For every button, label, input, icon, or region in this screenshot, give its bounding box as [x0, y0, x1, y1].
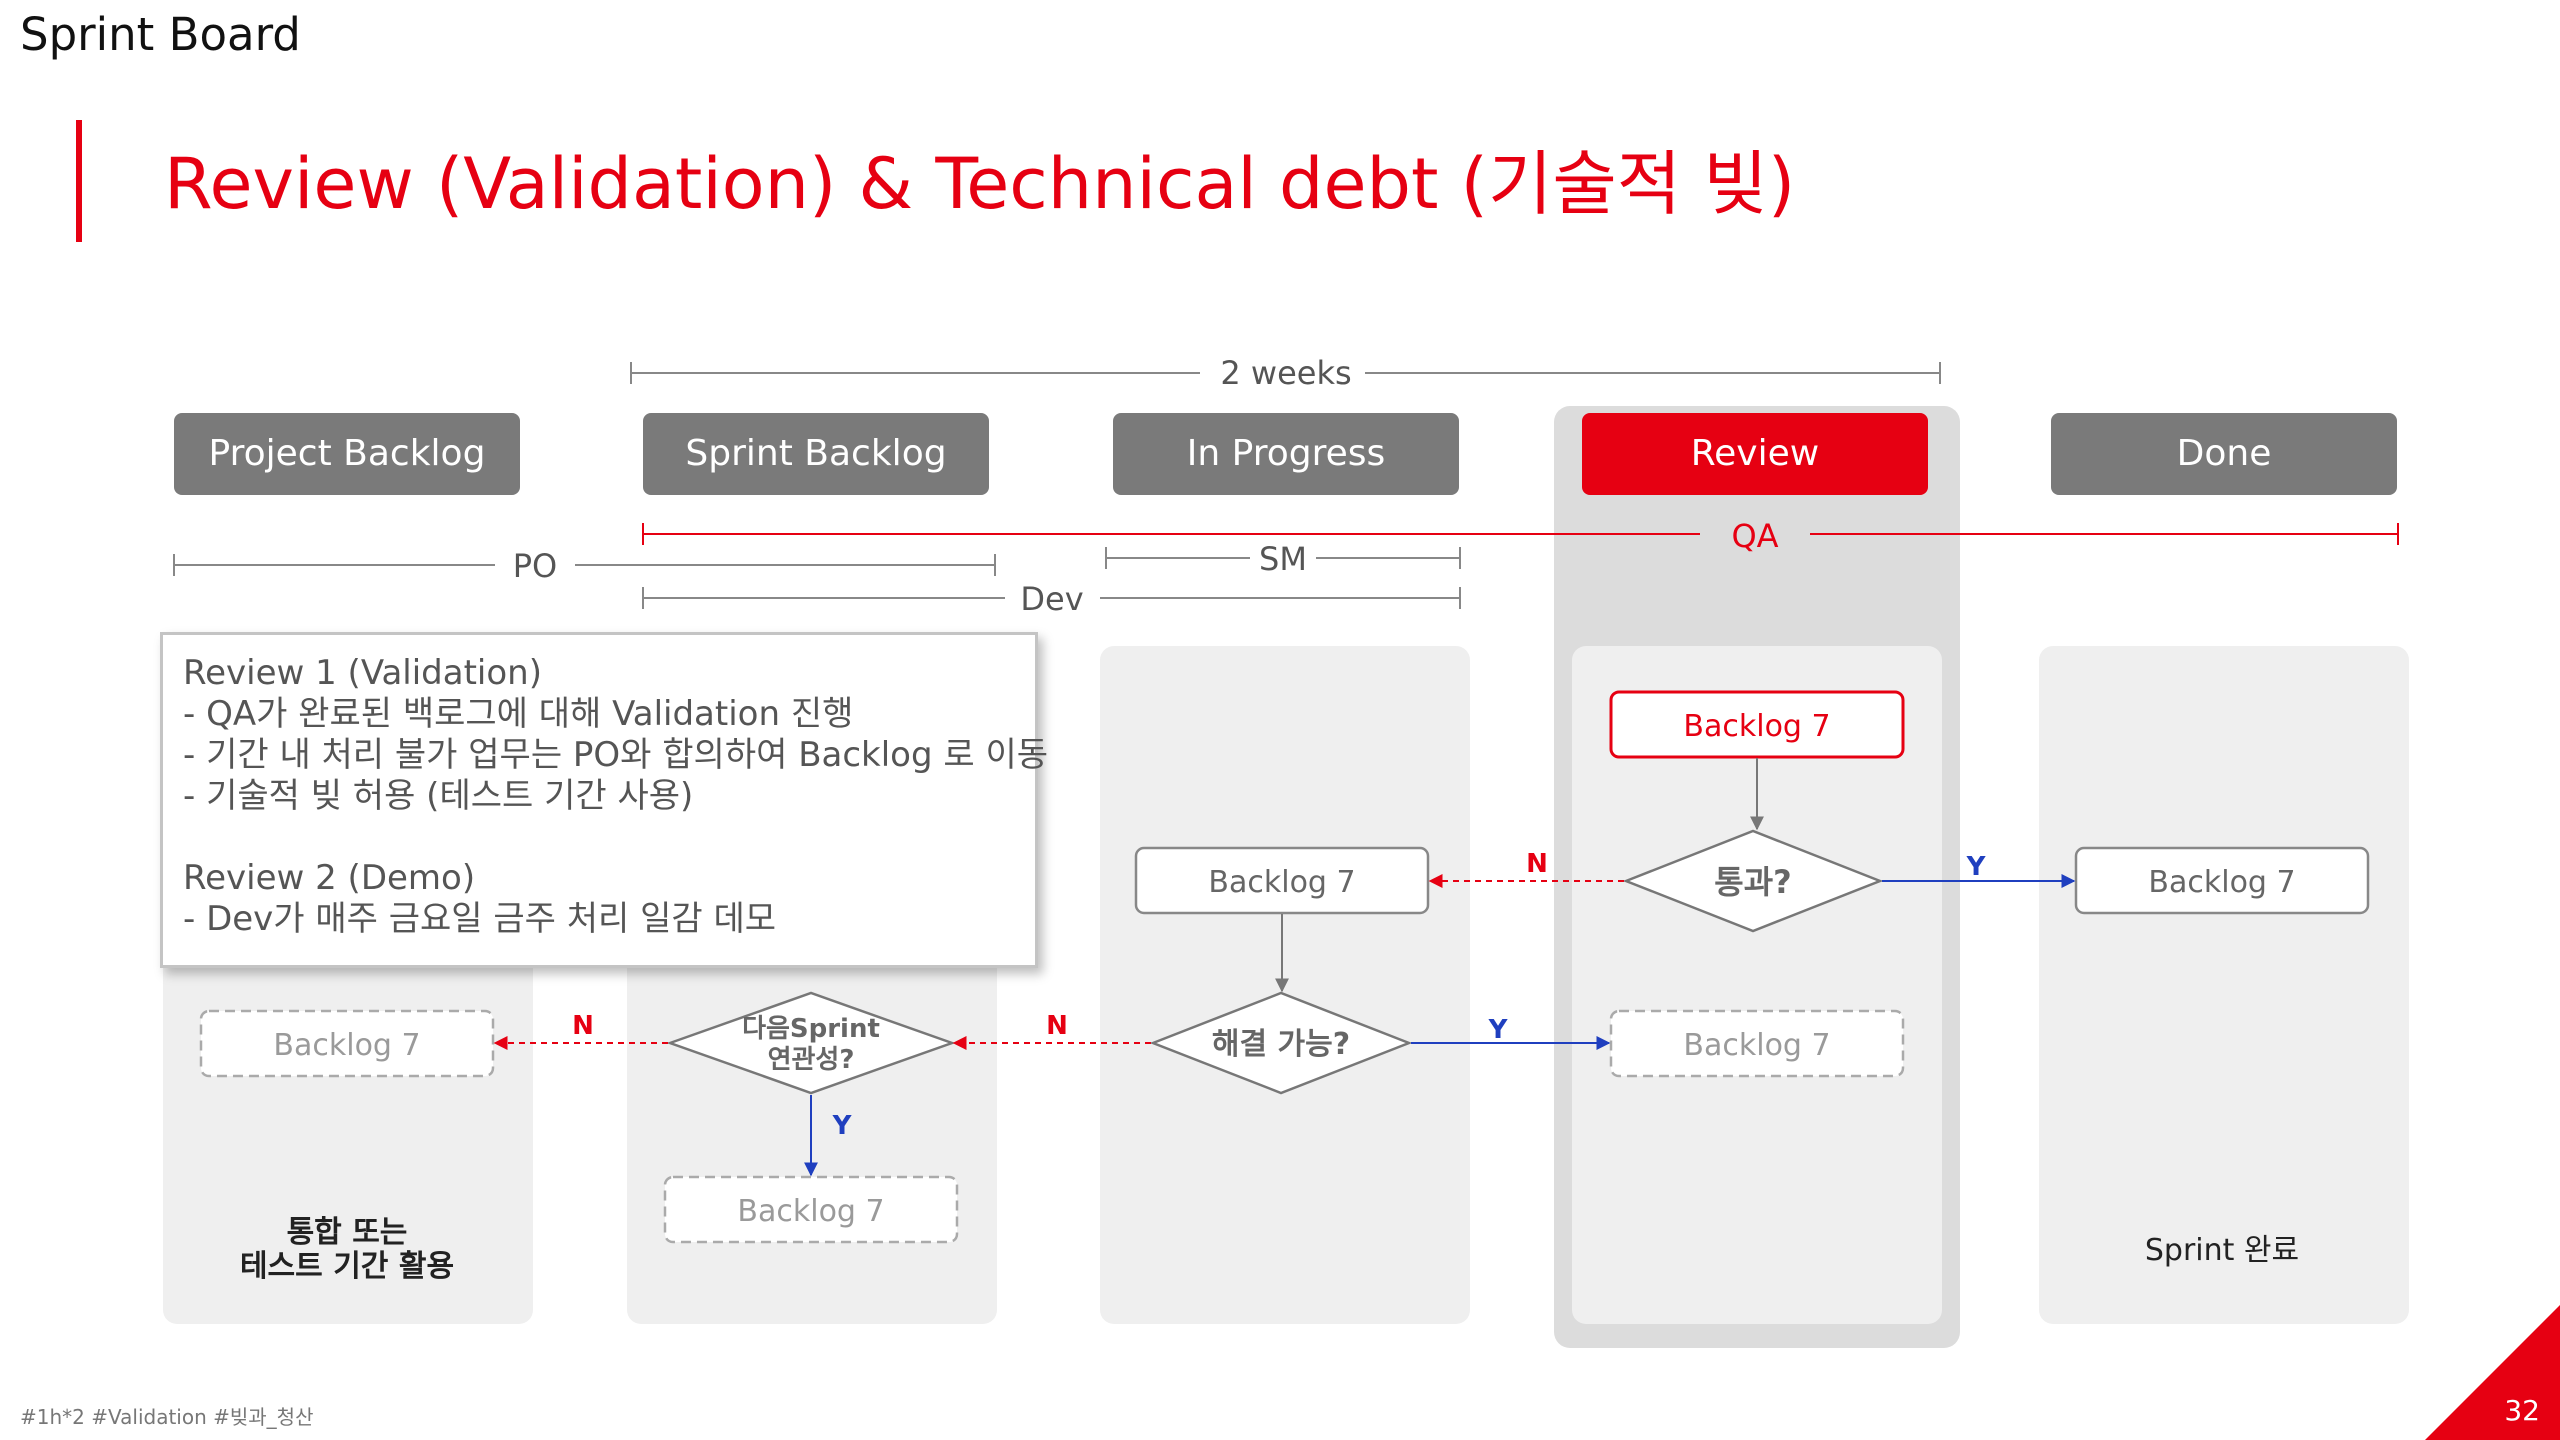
span-dev: [642, 587, 1461, 609]
label-solvable-no: N: [1046, 1011, 1068, 1041]
decision-label-line2: 연관성?: [768, 1045, 855, 1075]
footer-tags: #1h*2 #Validation #빚과_청산: [20, 1405, 314, 1429]
span-po: [173, 554, 996, 576]
column-header-label: Project Backlog: [209, 433, 486, 474]
card-label: Backlog 7: [2148, 865, 2295, 900]
backlog-card-sprint-dashed[interactable]: Backlog 7: [663, 1175, 959, 1244]
column-header-label: Done: [2177, 433, 2272, 474]
span-dev-label: Dev: [1020, 580, 1083, 618]
card-label: Backlog 7: [1683, 709, 1830, 744]
review-info-box: Review 1 (Validation) - QA가 완료된 백로그에 대해 …: [160, 632, 1049, 968]
column-header-label: Sprint Backlog: [685, 433, 946, 474]
span-sm: [1105, 547, 1461, 569]
span-2-weeks-label: 2 weeks: [1220, 354, 1351, 392]
decision-next-sprint: 다음Sprint 연관성?: [666, 991, 956, 1095]
label-next-sprint-yes: Y: [832, 1111, 853, 1141]
label-solvable-yes: Y: [1488, 1015, 1509, 1045]
title-accent-bar: [76, 120, 82, 242]
note-project-line2: 테스트 기간 활용: [240, 1249, 454, 1284]
card-label: Backlog 7: [737, 1194, 884, 1229]
lane-review: [1572, 646, 1942, 1324]
column-header-project-backlog[interactable]: Project Backlog: [174, 413, 520, 495]
review1-line3: - 기술적 빚 허용 (테스트 기간 사용): [183, 776, 694, 816]
card-label: Backlog 7: [1683, 1028, 1830, 1063]
column-header-done[interactable]: Done: [2051, 413, 2397, 495]
decision-label: 통과?: [1714, 863, 1791, 901]
lane-in-progress: [1100, 646, 1470, 1324]
review1-line1: - QA가 완료된 백로그에 대해 Validation 진행: [183, 694, 854, 734]
review-box-spacer: [183, 817, 1015, 858]
backlog-card-project-dashed[interactable]: Backlog 7: [199, 1009, 495, 1078]
column-header-label: In Progress: [1187, 433, 1386, 474]
span-qa-label: QA: [1731, 517, 1778, 555]
note-done: Sprint 완료: [2145, 1233, 2299, 1268]
card-label: Backlog 7: [273, 1028, 420, 1063]
review1-line2: - 기간 내 처리 불가 업무는 PO와 합의하여 Backlog 로 이동: [183, 735, 1049, 775]
review2-title: Review 2 (Demo): [183, 858, 476, 898]
decision-solvable: 해결 가능?: [1149, 991, 1413, 1095]
lane-done: [2039, 646, 2409, 1324]
span-2-weeks: [630, 362, 1941, 384]
column-header-label: Review: [1691, 433, 1819, 474]
page-title: Review (Validation) & Technical debt (기술…: [164, 143, 1796, 225]
review2-line1: - Dev가 매주 금요일 금주 처리 일감 데모: [183, 899, 777, 939]
note-project-line1: 통합 또는: [287, 1215, 408, 1250]
column-header-review[interactable]: Review: [1582, 413, 1928, 495]
card-label: Backlog 7: [1208, 865, 1355, 900]
review1-title: Review 1 (Validation): [183, 653, 542, 693]
span-sm-label: SM: [1259, 540, 1307, 578]
span-qa: [642, 523, 2399, 545]
backlog-card-done[interactable]: Backlog 7: [2074, 846, 2370, 915]
column-header-sprint-backlog[interactable]: Sprint Backlog: [643, 413, 989, 495]
label-next-sprint-no: N: [572, 1011, 594, 1041]
decision-label: 해결 가능?: [1212, 1027, 1350, 1062]
backlog-card-review-dashed[interactable]: Backlog 7: [1609, 1009, 1905, 1078]
column-header-in-progress[interactable]: In Progress: [1113, 413, 1459, 495]
label-pass-yes: Y: [1966, 852, 1987, 882]
decision-label-line1: 다음Sprint: [742, 1014, 880, 1044]
corner-accent: [2425, 1305, 2560, 1440]
backlog-card-review[interactable]: Backlog 7: [1609, 690, 1905, 759]
decision-pass: 통과?: [1622, 829, 1884, 933]
page-label: Sprint Board: [20, 8, 301, 61]
label-pass-no: N: [1526, 849, 1548, 879]
span-po-label: PO: [513, 547, 557, 585]
page-number: 32: [2504, 1394, 2540, 1427]
backlog-card-in-progress[interactable]: Backlog 7: [1134, 846, 1430, 915]
